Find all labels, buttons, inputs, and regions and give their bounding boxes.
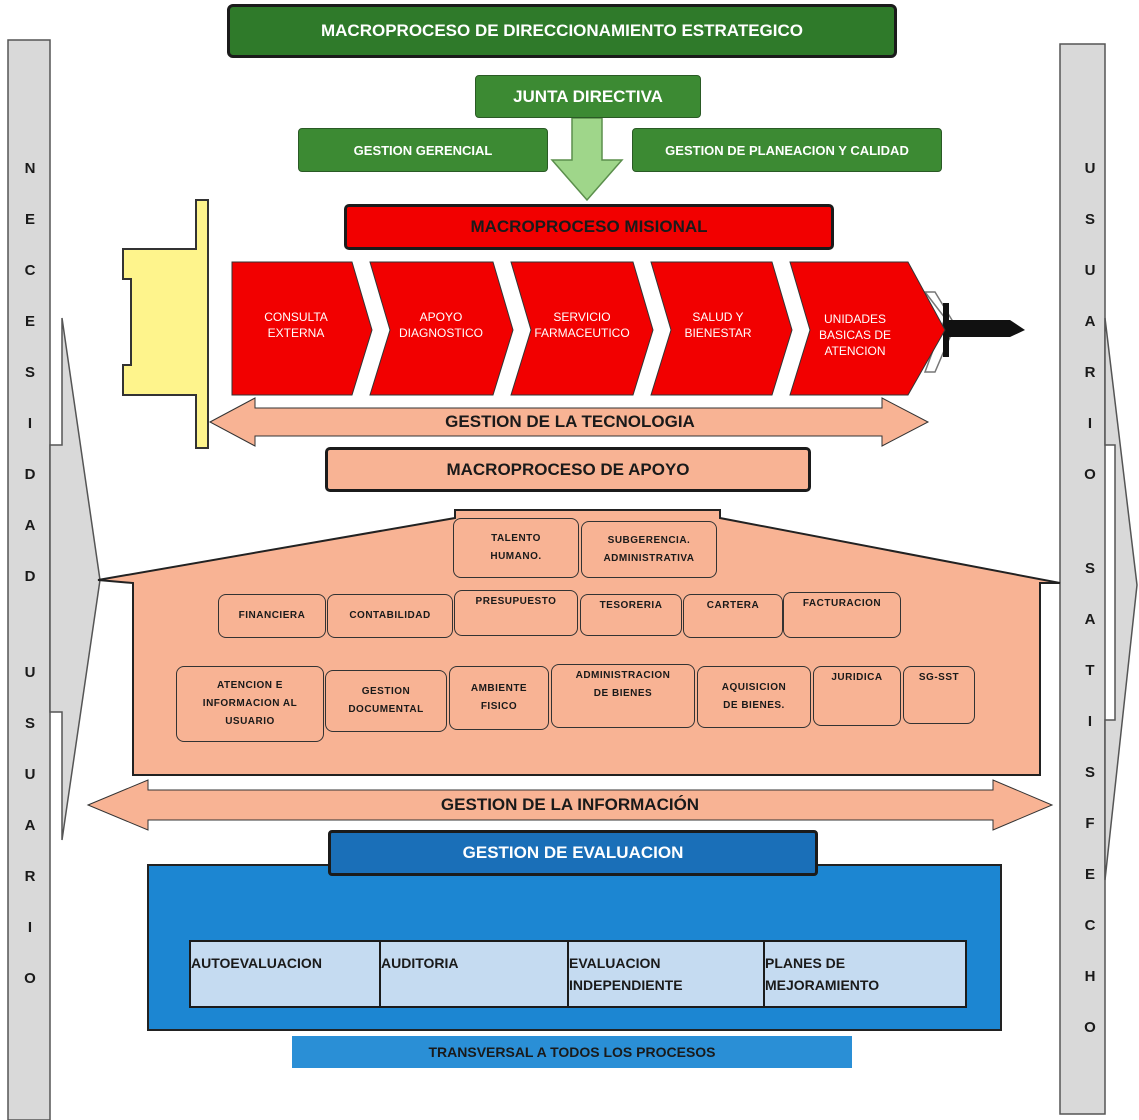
informacion-label: GESTION DE LA INFORMACIÓN [440,795,700,814]
tecnologia-arrow [208,397,930,447]
gestion-gerencial: GESTION GERENCIAL [298,128,548,172]
cell-auditoria: AUDITORIA [381,942,569,1006]
apoyo-title: MACROPROCESO DE APOYO [325,447,811,492]
sub-facturacion: FACTURACION [783,592,901,638]
sub-presupuesto: PRESUPUESTO [454,590,578,636]
right-output-arrow [1059,43,1138,1115]
cell-autoevaluacion: AUTOEVALUACION [191,942,381,1006]
sub-juridica: JURIDICA [813,666,901,726]
sub-cartera: CARTERA [683,594,783,638]
sub-contabilidad: CONTABILIDAD [327,594,453,638]
junta-directiva: JUNTA DIRECTIVA [475,75,701,118]
sub-financiera: FINANCIERA [218,594,326,638]
transversal-bar: TRANSVERSAL A TODOS LOS PROCESOS [292,1036,852,1068]
sub-subgerencia-administrativa: SUBGERENCIA.ADMINISTRATIVA [581,521,717,578]
down-arrow [550,117,624,202]
left-input-arrow [7,39,101,1120]
misional-chevrons [231,261,946,396]
input-bracket [122,199,209,449]
misional-title: MACROPROCESO MISIONAL [344,204,834,250]
direccionamiento-title: MACROPROCESO DE DIRECCIONAMIENTO ESTRATE… [227,4,897,58]
sub-tesoreria: TESORERIA [580,594,682,636]
gestion-planeacion: GESTION DE PLANEACION Y CALIDAD [632,128,942,172]
evaluacion-title: GESTION DE EVALUACION [328,830,818,876]
informacion-arrow [86,779,1054,831]
tecnologia-label: GESTION DE LA TECNOLOGIA [445,412,695,431]
sub-sg-sst: SG-SST [903,666,975,724]
